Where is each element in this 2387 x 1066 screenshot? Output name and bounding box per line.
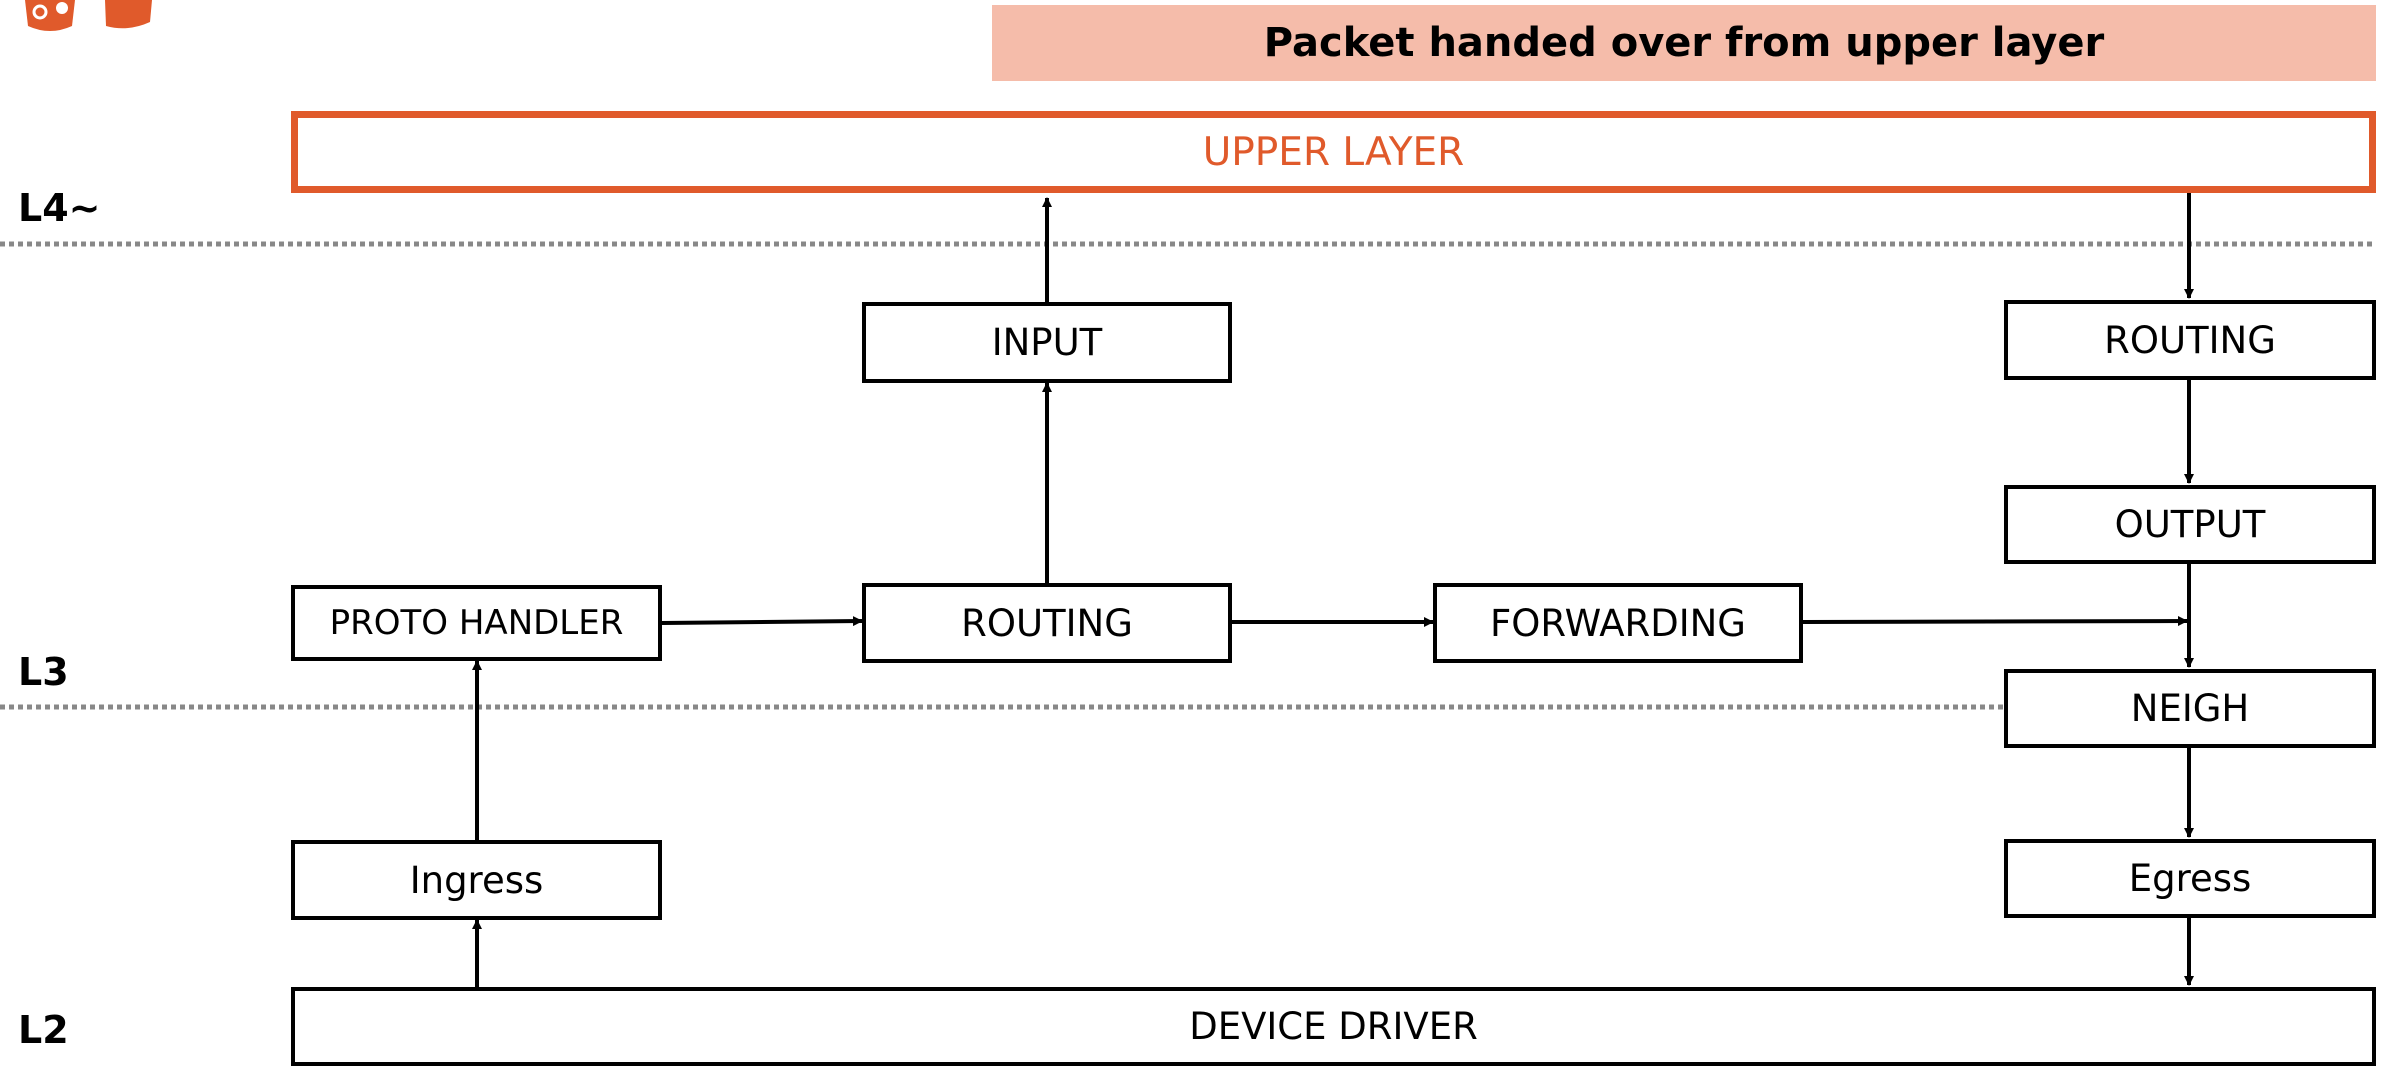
routing-in-box: ROUTING xyxy=(862,583,1232,663)
egress-box: Egress xyxy=(2004,839,2376,918)
ingress-box: Ingress xyxy=(291,840,662,920)
layer-label-l3: L3 xyxy=(18,650,69,694)
input-box: INPUT xyxy=(862,302,1232,383)
forwarding-box: FORWARDING xyxy=(1433,583,1803,663)
layer-label-l2: L2 xyxy=(18,1008,69,1052)
arrow-proto-to-routing xyxy=(661,616,863,627)
output-box: OUTPUT xyxy=(2004,485,2376,564)
logo-icon xyxy=(25,0,152,31)
layer-label-l4: L4~ xyxy=(18,186,101,230)
proto-handler-box: PROTO HANDLER xyxy=(291,585,662,661)
neigh-box: NEIGH xyxy=(2004,669,2376,748)
header-banner: Packet handed over from upper layer xyxy=(992,5,2376,81)
upper-layer-box: UPPER LAYER xyxy=(291,111,2376,193)
arrow-forwarding-to-egress-path xyxy=(1802,616,2188,627)
device-driver-box: DEVICE DRIVER xyxy=(291,987,2376,1066)
routing-out-box: ROUTING xyxy=(2004,300,2376,380)
